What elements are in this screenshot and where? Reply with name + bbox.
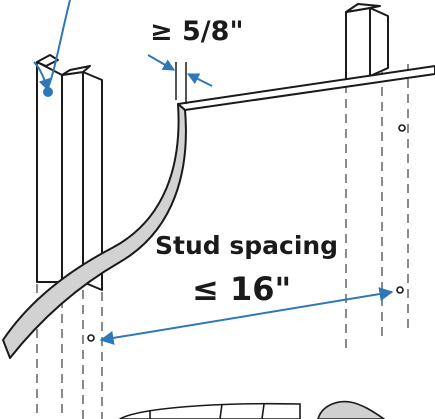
bottom-hardware bbox=[118, 400, 386, 419]
right-stud-hidden-lines bbox=[345, 64, 409, 350]
left-stud bbox=[36, 54, 103, 291]
spacing-value: ≤ 16" bbox=[192, 270, 291, 308]
right-stud-hole-lower bbox=[396, 286, 404, 294]
spacing-title: Stud spacing bbox=[155, 231, 338, 260]
gypsum-board bbox=[2, 65, 435, 359]
right-stud bbox=[345, 3, 389, 83]
gap-dimension bbox=[147, 54, 213, 104]
spacing-dimension-arrow bbox=[99, 287, 394, 345]
left-stud-hole bbox=[87, 334, 95, 342]
bend-arrow-icon bbox=[33, 0, 71, 97]
right-stud-hole-upper bbox=[398, 124, 406, 132]
gap-label: ≥ 5/8" bbox=[150, 16, 244, 47]
